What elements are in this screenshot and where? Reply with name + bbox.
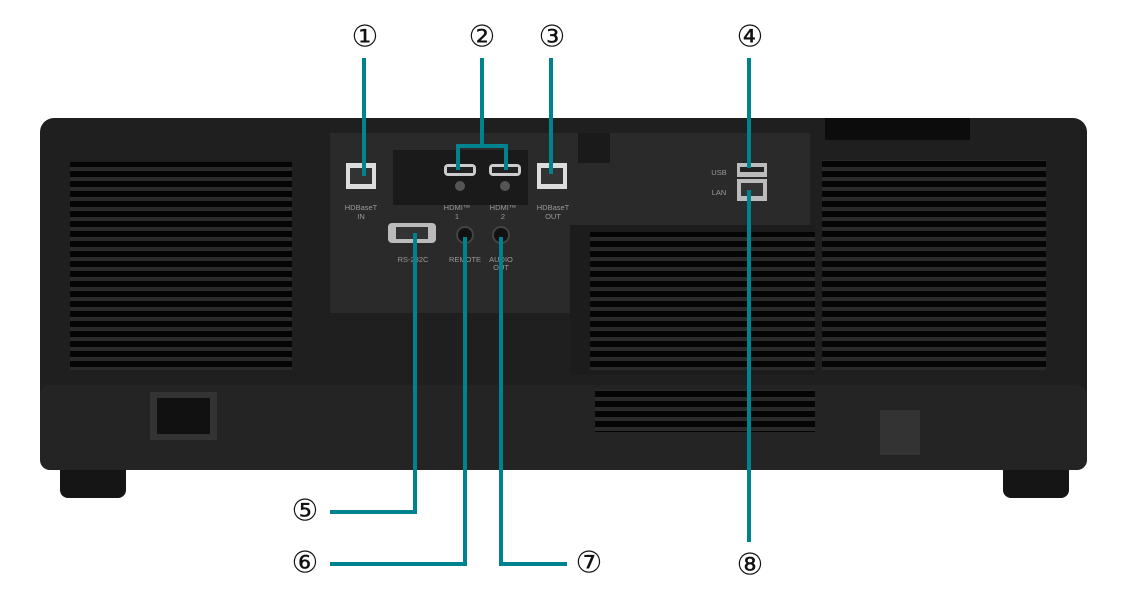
callout-line-5 (330, 233, 417, 514)
hdbaset-in-label: HDBaseT (345, 203, 378, 212)
callout-8: ⑧ (737, 548, 764, 583)
vent-left (70, 162, 292, 370)
callout-6: ⑥ (292, 546, 319, 581)
callout-5: ⑤ (292, 494, 319, 529)
usb-label: USB (711, 168, 726, 177)
callout-1: ① (352, 20, 379, 55)
hdmi1-label-2: 1 (455, 212, 459, 221)
lan-label: LAN (712, 188, 727, 197)
hdmi1-label: HDMI™ (444, 203, 471, 212)
foot-right (1003, 462, 1069, 498)
callout-line-6 (330, 237, 467, 566)
hdmi2-label-2: 2 (501, 212, 505, 221)
hdbaset-out-label-2: OUT (545, 212, 561, 221)
vent-lower (595, 390, 815, 432)
hdbaset-out-label: HDBaseT (537, 203, 570, 212)
callout-line-7 (499, 237, 567, 566)
callout-2: ② (469, 20, 496, 55)
hdbaset-in-label-2: IN (357, 212, 365, 221)
vent-right (822, 160, 1046, 370)
callout-3: ③ (539, 20, 566, 55)
hdmi2-label: HDMI™ (490, 203, 517, 212)
callout-4: ④ (737, 20, 764, 55)
callout-7: ⑦ (576, 546, 603, 581)
foot-left (60, 462, 126, 498)
callout-line-2 (456, 58, 508, 170)
